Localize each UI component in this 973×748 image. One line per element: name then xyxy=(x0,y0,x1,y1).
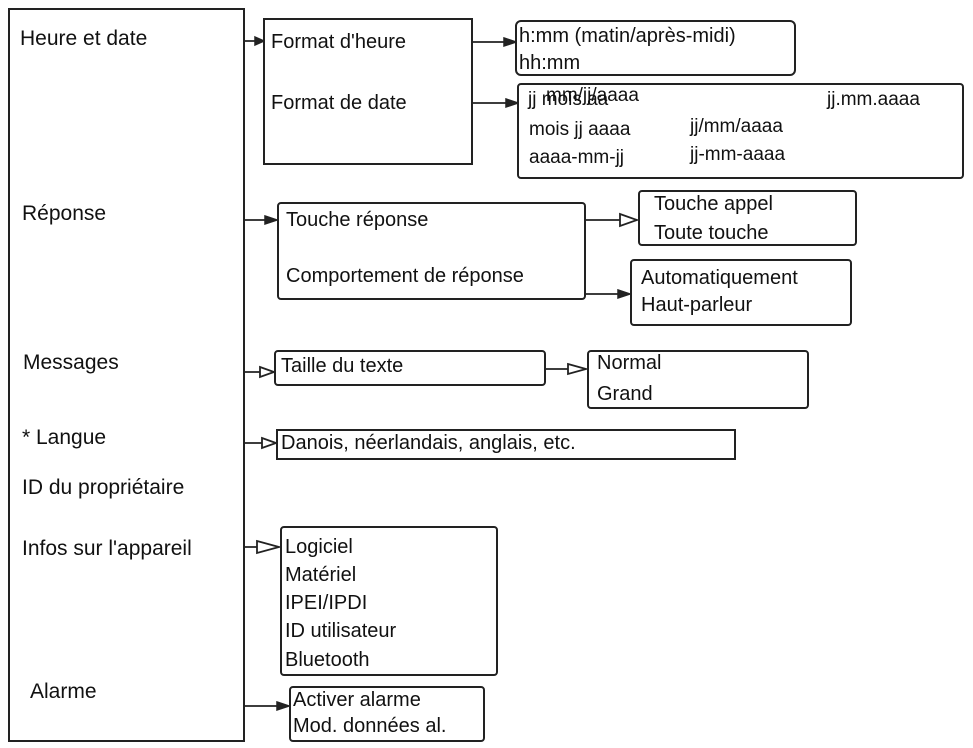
main-menu-box xyxy=(8,8,245,742)
messages-submenu-box xyxy=(274,350,546,386)
option-aaaa-mm-jj: aaaa-mm-jj xyxy=(529,147,625,168)
option-haut-parleur: Haut-parleur xyxy=(641,294,753,316)
submenu-taille-texte: Taille du texte xyxy=(281,355,404,377)
submenu-format-date: Format de date xyxy=(271,92,407,114)
option-mois-jj-aaaa: mois jj aaaa xyxy=(529,119,631,140)
info-ipei-ipdi: IPEI/IPDI xyxy=(285,592,368,614)
format-heure-options-box xyxy=(515,20,796,76)
langue-options-box xyxy=(276,429,736,460)
comportement-options-box xyxy=(630,259,852,326)
taille-texte-options-box xyxy=(587,350,809,409)
menu-item-infos-appareil: Infos sur l'appareil xyxy=(22,537,192,560)
reponse-submenu-box xyxy=(277,202,586,300)
info-logiciel: Logiciel xyxy=(285,536,353,558)
info-bluetooth: Bluetooth xyxy=(285,649,370,671)
arrowhead-taille-texte xyxy=(567,362,590,376)
option-jj-mois-aa: jj mois aa xyxy=(528,89,609,110)
arrowhead-langue xyxy=(261,436,279,450)
option-grand: Grand xyxy=(597,383,653,405)
option-langues: Danois, néerlandais, anglais, etc. xyxy=(281,432,576,454)
option-toute-touche: Toute touche xyxy=(654,222,769,244)
heure-date-submenu-box xyxy=(263,18,473,165)
option-jj-mm-aaaa-slash: jj/mm/aaaa xyxy=(690,116,783,137)
menu-item-langue: * Langue xyxy=(22,426,107,449)
option-jj-mm-aaaa-dot: jj.mm.aaaa xyxy=(827,89,920,110)
option-jj-mm-aaaa-dash: jj-mm-aaaa xyxy=(690,144,786,165)
arrowhead-messages xyxy=(259,365,277,379)
submenu-format-heure: Format d'heure xyxy=(271,31,406,53)
menu-item-messages: Messages xyxy=(23,351,119,374)
arrowhead-format-date xyxy=(505,97,521,109)
arrowhead-format-heure xyxy=(503,36,519,48)
menu-item-reponse: Réponse xyxy=(22,202,107,225)
option-automatiquement: Automatiquement xyxy=(641,267,798,289)
menu-item-id-proprietaire: ID du propriétaire xyxy=(22,476,185,499)
alarme-options-box xyxy=(289,686,485,742)
option-hh-mm: hh:mm xyxy=(519,52,581,74)
info-materiel: Matériel xyxy=(285,564,357,586)
option-normal: Normal xyxy=(597,352,662,374)
option-h-mm: h:mm (matin/après-midi) xyxy=(519,25,736,47)
arrowhead-touche-reponse xyxy=(619,212,640,228)
menu-item-alarme: Alarme xyxy=(30,680,97,703)
arrowhead-infos xyxy=(256,539,283,555)
submenu-touche-reponse: Touche réponse xyxy=(286,209,429,231)
infos-appareil-box xyxy=(280,526,498,676)
option-activer-alarme: Activer alarme xyxy=(293,689,421,711)
submenu-comportement-reponse: Comportement de réponse xyxy=(286,265,524,287)
arrowhead-heure-date xyxy=(254,35,266,47)
option-mod-donnees-al: Mod. données al. xyxy=(293,715,447,737)
arrowhead-alarme xyxy=(276,700,292,712)
option-mm-jj-aaaa: mm/jj/aaaa xyxy=(546,85,639,106)
menu-item-heure-date: Heure et date xyxy=(20,27,148,50)
info-id-utilisateur: ID utilisateur xyxy=(285,620,397,642)
option-touche-appel: Touche appel xyxy=(654,193,773,215)
arrowhead-reponse xyxy=(264,214,280,226)
format-date-options-box xyxy=(517,83,964,179)
touche-reponse-options-box xyxy=(638,190,857,246)
arrowhead-comportement xyxy=(617,288,633,300)
